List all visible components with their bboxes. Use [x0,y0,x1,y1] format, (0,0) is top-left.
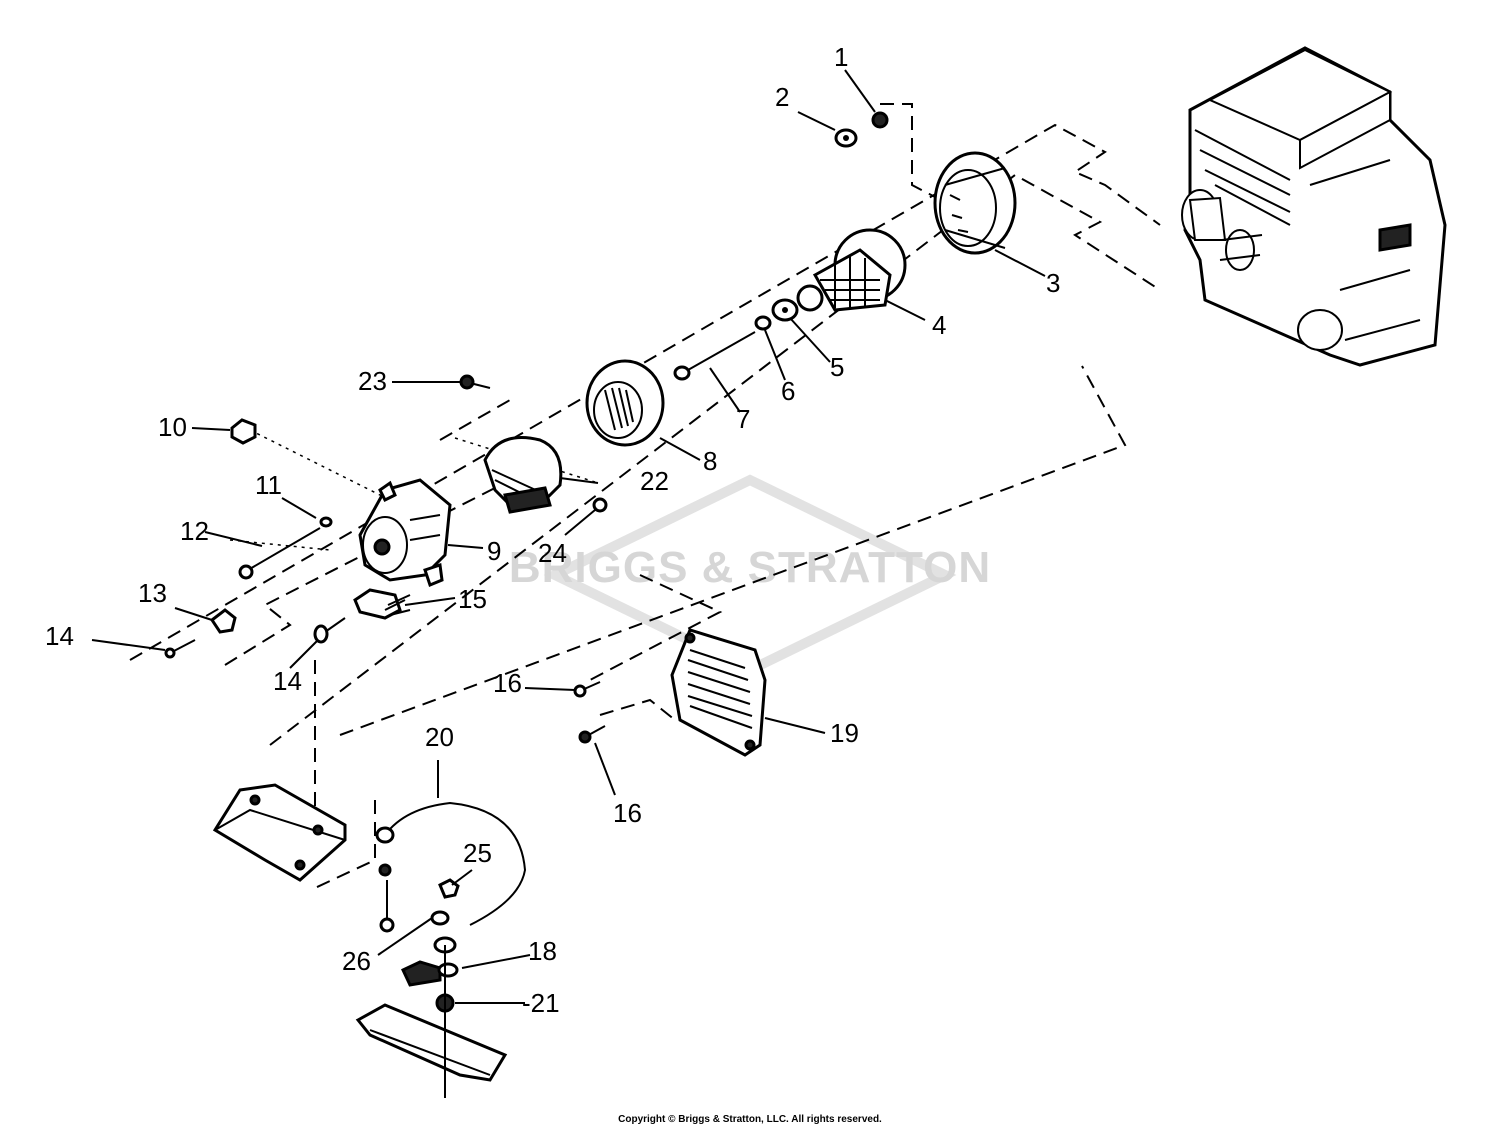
terminal-bolt [378,863,395,933]
callout-8: 8 [703,446,717,476]
callout-19: 19 [830,718,859,748]
part-5-washer [771,298,799,322]
part-19-grille [670,628,767,757]
callout-16-lower: 16 [613,798,642,828]
callout-2: 2 [775,82,789,112]
callout-14-right: 14 [273,666,302,696]
part-10-nut [230,418,257,445]
callout-18: 18 [528,936,557,966]
part-24-screw [592,497,608,513]
part-2-washer [834,128,858,148]
callout-13: 13 [138,578,167,608]
part-14-screw-right [313,617,346,644]
part-16-screw-upper [573,681,601,698]
part-13-clip [209,608,237,634]
part-1-nut [871,111,889,129]
watermark: BRIGGS & STRATTON [509,474,991,676]
part-9-end-bell [358,478,452,588]
mounting-bracket [212,783,347,882]
terminal-plate [355,945,508,1098]
engine [1181,46,1447,367]
part-6-washer [754,315,772,331]
part-15-brush-holder [353,588,411,620]
leader-lines [91,69,1046,1004]
callout-9: 9 [487,536,501,566]
part-23-screw [459,374,491,390]
callout-16-upper: 16 [493,668,522,698]
callout-12: 11 [255,470,282,500]
part-16-screw-lower [578,725,606,744]
part-8-bearing [585,359,665,447]
part-26-washer [430,910,450,926]
part-18-terminal [401,936,459,987]
callout-6: 6 [781,376,795,406]
copyright-notice: Copyright © Briggs & Stratton, LLC. All … [618,1114,882,1125]
part-4-rotor [796,228,907,312]
callout-10: 10 [158,412,187,442]
part-7-through-bolt [673,331,756,381]
part-3-stator-ring [933,151,1017,255]
callout-14-left: 14 [45,621,74,651]
callout-5: 5 [830,352,844,382]
callout-11: 12 [180,516,209,546]
callout-23: 23 [358,366,387,396]
callout-22: 22 [640,466,669,496]
callout-15: 15 [458,584,487,614]
callout-4: 4 [932,310,946,340]
callout-labels: 1 2 3 4 5 6 7 8 9 10 11 12 13 14 14 15 1… [45,42,1060,1018]
callout-1: 1 [834,42,848,72]
part-14-screw-left [164,639,196,659]
callout-24: 24 [538,538,567,568]
callout-26: 26 [342,946,371,976]
part-20-wire [375,801,527,926]
callout-25: 25 [463,838,492,868]
callout-20: 20 [425,722,454,752]
part-11-bolt [238,527,321,580]
callout-21: -21 [522,988,560,1018]
callout-7: 7 [736,404,750,434]
watermark-text: BRIGGS & STRATTON [509,543,991,592]
callout-3: 3 [1046,268,1060,298]
part-12-washer [319,516,333,528]
part-22-band [483,436,563,514]
